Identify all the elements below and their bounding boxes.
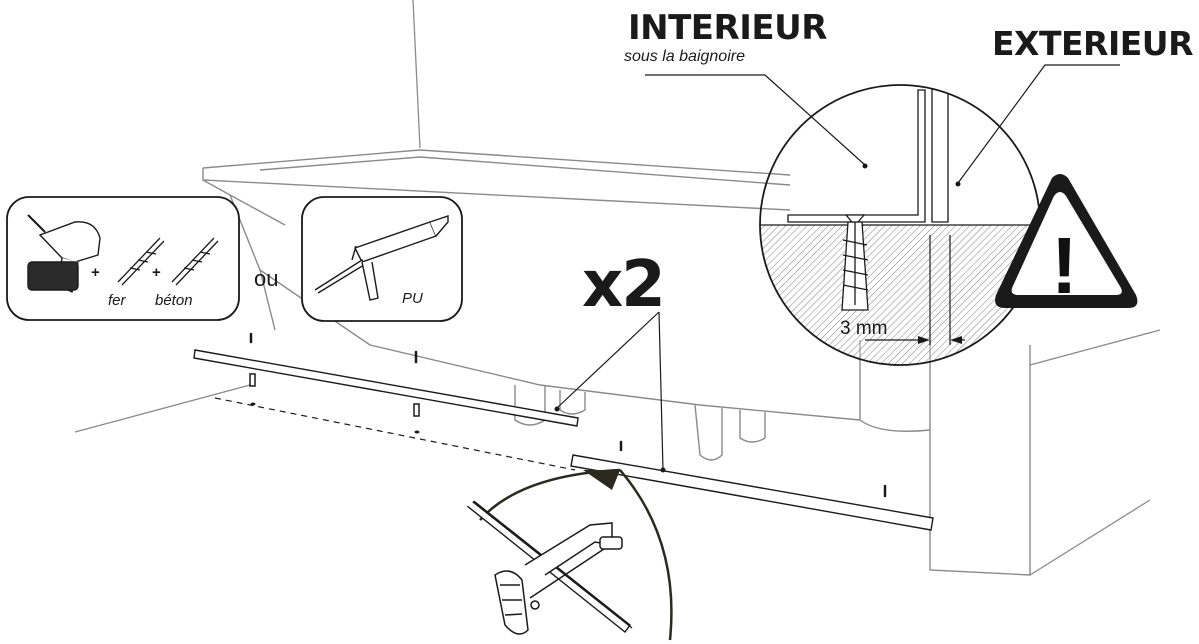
- interior-label: INTERIEUR: [628, 8, 827, 48]
- warning-exclamation: !: [1051, 221, 1078, 310]
- tools-box-sealant: [301, 196, 463, 322]
- warning-triangle-icon: [995, 174, 1138, 308]
- room-outline: [74, 0, 1161, 576]
- hacksaw-icon: [494, 522, 623, 635]
- hacksaw-detail: [406, 465, 673, 641]
- sealant-label: PU: [402, 290, 423, 307]
- quantity-label: x2: [582, 248, 666, 322]
- drill-bit-icon: [117, 237, 219, 286]
- hole-markers: [250, 402, 420, 434]
- caulking-gun-icon: [314, 215, 449, 301]
- left-rail: [193, 349, 579, 427]
- wall-plug-icon: [249, 373, 420, 417]
- wall-plug-icon: [841, 214, 869, 311]
- metal-bit-label: fer: [108, 292, 126, 309]
- quantity-leaders: [556, 311, 664, 471]
- plus-sign: +: [152, 264, 161, 281]
- exterior-label: EXTERIEUR: [992, 24, 1193, 63]
- gap-dimension-label: 3 mm: [840, 318, 888, 339]
- zoom-detail: [759, 84, 1041, 366]
- or-label: ou: [254, 266, 279, 291]
- interior-sublabel: sous la baignoire: [624, 48, 745, 65]
- screw-icon: [249, 332, 887, 498]
- wall-pillar: [929, 340, 1031, 576]
- tools-box-drill: [6, 196, 240, 321]
- plus-sign: +: [91, 264, 100, 281]
- bathtub: [202, 149, 931, 461]
- cordless-drill-icon: [27, 214, 101, 294]
- label-leaders: [645, 64, 1120, 184]
- concrete-bit-label: béton: [155, 292, 193, 309]
- right-rail: [570, 454, 934, 531]
